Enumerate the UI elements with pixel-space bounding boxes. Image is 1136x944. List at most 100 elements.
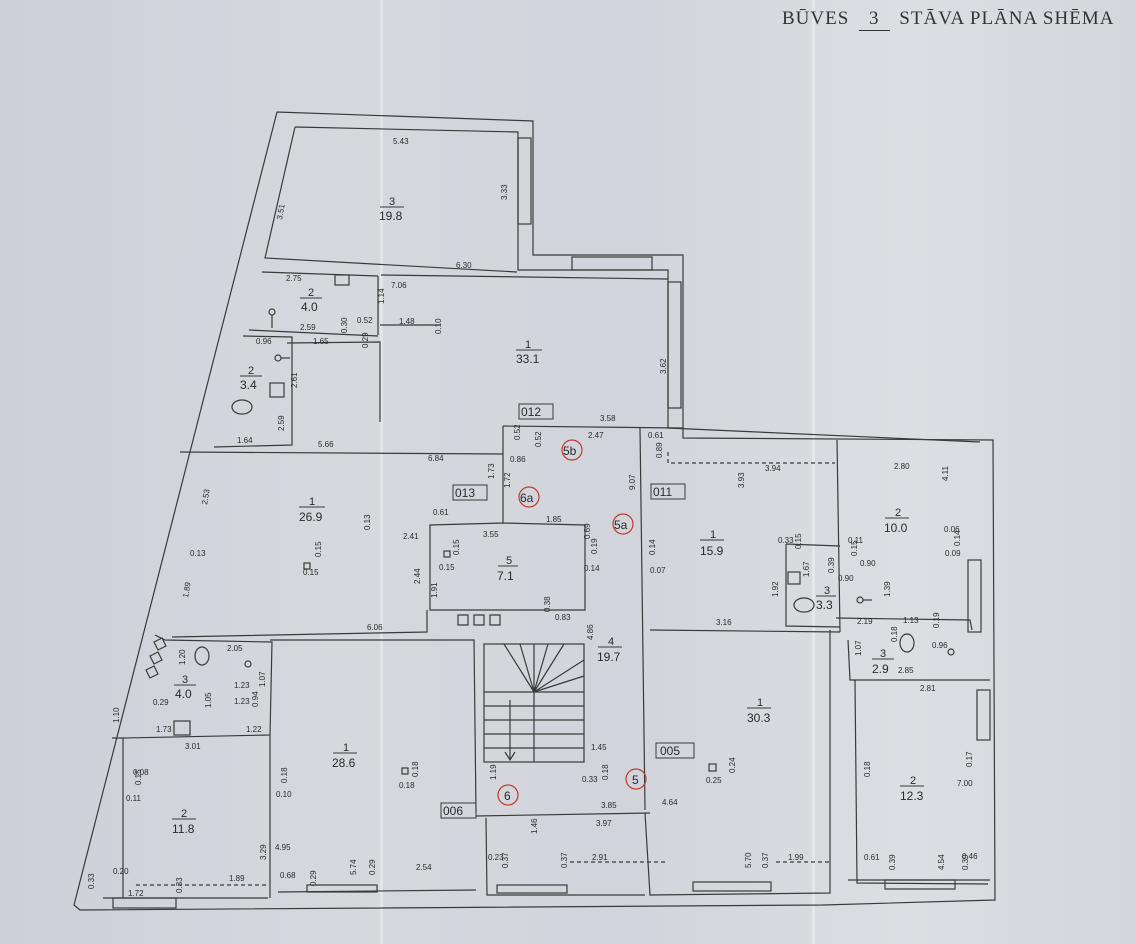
dimension-label: 1.91 <box>430 582 439 598</box>
dimension-label: 5.74 <box>349 859 358 875</box>
dimension-label: 0.13 <box>190 549 206 558</box>
unit-code-013: 013 <box>455 486 475 500</box>
dimension-label: 0.96 <box>932 641 948 650</box>
dimension-label: 5.43 <box>393 137 409 146</box>
room-area: 33.1 <box>516 352 540 366</box>
markers: 5b 6a 5a 5 6 <box>497 439 647 806</box>
dimension-label: 4.95 <box>275 843 291 852</box>
room-number: 1 <box>343 742 349 754</box>
dimension-label: 0.06 <box>944 525 960 534</box>
dimension-label: 0.33 <box>778 536 794 545</box>
dimension-label: 0.68 <box>280 871 296 880</box>
room-number: 5 <box>506 555 512 567</box>
dimension-label: 0.83 <box>555 613 571 622</box>
dimension-label: 0.15 <box>452 539 461 555</box>
room-number: 2 <box>895 507 901 519</box>
dimension-label: 1.73 <box>487 463 496 479</box>
dimension-label: 3.93 <box>737 472 746 488</box>
paper-fold <box>380 0 383 944</box>
dimension-label: 5.70 <box>744 852 753 868</box>
dimension-label: 0.61 <box>648 431 664 440</box>
dimension-label: 2.44 <box>413 568 422 584</box>
dimension-label: 5.66 <box>318 440 334 449</box>
dimension-label: 1.48 <box>399 317 415 326</box>
dimension-label: 1.46 <box>530 818 539 834</box>
room-area: 4.0 <box>301 300 318 314</box>
dimension-label: 1.07 <box>258 671 267 687</box>
dimension-label: 0.15 <box>314 541 323 557</box>
dimension-label: 0.19 <box>590 538 599 554</box>
dimension-label: 0.37 <box>501 852 510 868</box>
room-area: 15.9 <box>700 544 724 558</box>
dimension-label: 0.52 <box>513 424 522 440</box>
dimension-label: 2.41 <box>403 532 419 541</box>
dimension-label: 6.06 <box>367 623 383 632</box>
dimension-label: 0.18 <box>399 781 415 790</box>
dimension-label: 0.61 <box>433 508 449 517</box>
room-area: 4.0 <box>175 687 192 701</box>
dimension-label: 0.18 <box>863 761 872 777</box>
dimension-label: 0.23 <box>488 853 504 862</box>
dimension-label: 1.65 <box>313 337 329 346</box>
dimension-label: 2.85 <box>898 666 914 675</box>
dimension-label: 0.15 <box>850 540 859 556</box>
dimension-label: 1.89 <box>181 581 193 598</box>
marker-label: 5a <box>614 518 628 532</box>
dimension-label: 0.15 <box>439 563 455 572</box>
dimension-label: 3.85 <box>601 801 617 810</box>
room-number: 2 <box>910 775 916 787</box>
dimension-label: 0.13 <box>363 514 372 530</box>
dimension-label: 2.54 <box>416 863 432 872</box>
dimension-label: 0.15 <box>794 533 803 549</box>
dimension-label: 2.19 <box>857 617 873 626</box>
dimension-label: 1.23 <box>234 681 250 690</box>
dimension-label: 6.84 <box>428 454 444 463</box>
dimension-label: 3.01 <box>185 742 201 751</box>
unit-code-005: 005 <box>660 744 680 758</box>
dimension-label: 0.52 <box>357 316 373 325</box>
marker-label: 5b <box>563 444 577 458</box>
dimension-label: 0.14 <box>648 539 657 555</box>
room-number: 1 <box>710 529 716 541</box>
dimension-label: 0.37 <box>761 852 770 868</box>
dimension-label: 0.08 <box>133 768 149 777</box>
dimension-label: 4.54 <box>937 854 946 870</box>
dimension-label: 1.07 <box>854 640 863 656</box>
room-number: 4 <box>608 636 614 648</box>
dimension-label: 0.24 <box>728 757 737 773</box>
dimension-label: 1.72 <box>503 472 512 488</box>
dimension-label: 1.39 <box>883 581 892 597</box>
dimension-label: 2.53 <box>200 488 212 505</box>
dimension-label: 0.18 <box>601 764 610 780</box>
room-number: 1 <box>309 496 315 508</box>
dimension-label: 2.75 <box>286 274 302 283</box>
dimension-label: 0.18 <box>411 761 420 777</box>
dimension-label: 1.14 <box>377 288 386 304</box>
room-number: 2 <box>308 287 314 299</box>
dimension-label: 1.73 <box>156 725 172 734</box>
dimension-label: 0.25 <box>706 776 722 785</box>
dimension-label: 0.89 <box>655 442 664 458</box>
dimension-label: 0.15 <box>134 769 143 785</box>
dimension-label: 0.14 <box>584 564 600 573</box>
dimension-label: 0.07 <box>650 566 666 575</box>
dimension-label: 1.72 <box>128 889 144 898</box>
room-area: 30.3 <box>747 711 771 725</box>
room-area: 10.0 <box>884 521 908 535</box>
room-number: 3 <box>880 648 886 660</box>
marker-label: 6a <box>520 491 534 505</box>
dimension-label: 0.39 <box>827 557 836 573</box>
dimension-label: 0.09 <box>945 549 961 558</box>
dimension-label: 1.64 <box>237 436 253 445</box>
room-number: 2 <box>181 808 187 820</box>
room-area: 2.9 <box>872 662 889 676</box>
unit-code-011: 011 <box>653 485 672 499</box>
dimension-label: 1.45 <box>591 743 607 752</box>
dimension-label: 3.29 <box>259 844 268 860</box>
dimension-label: 0.90 <box>838 574 854 583</box>
dimension-label: 0.96 <box>256 337 272 346</box>
room-area: 26.9 <box>299 510 323 524</box>
dimension-label: 0.10 <box>434 318 443 334</box>
